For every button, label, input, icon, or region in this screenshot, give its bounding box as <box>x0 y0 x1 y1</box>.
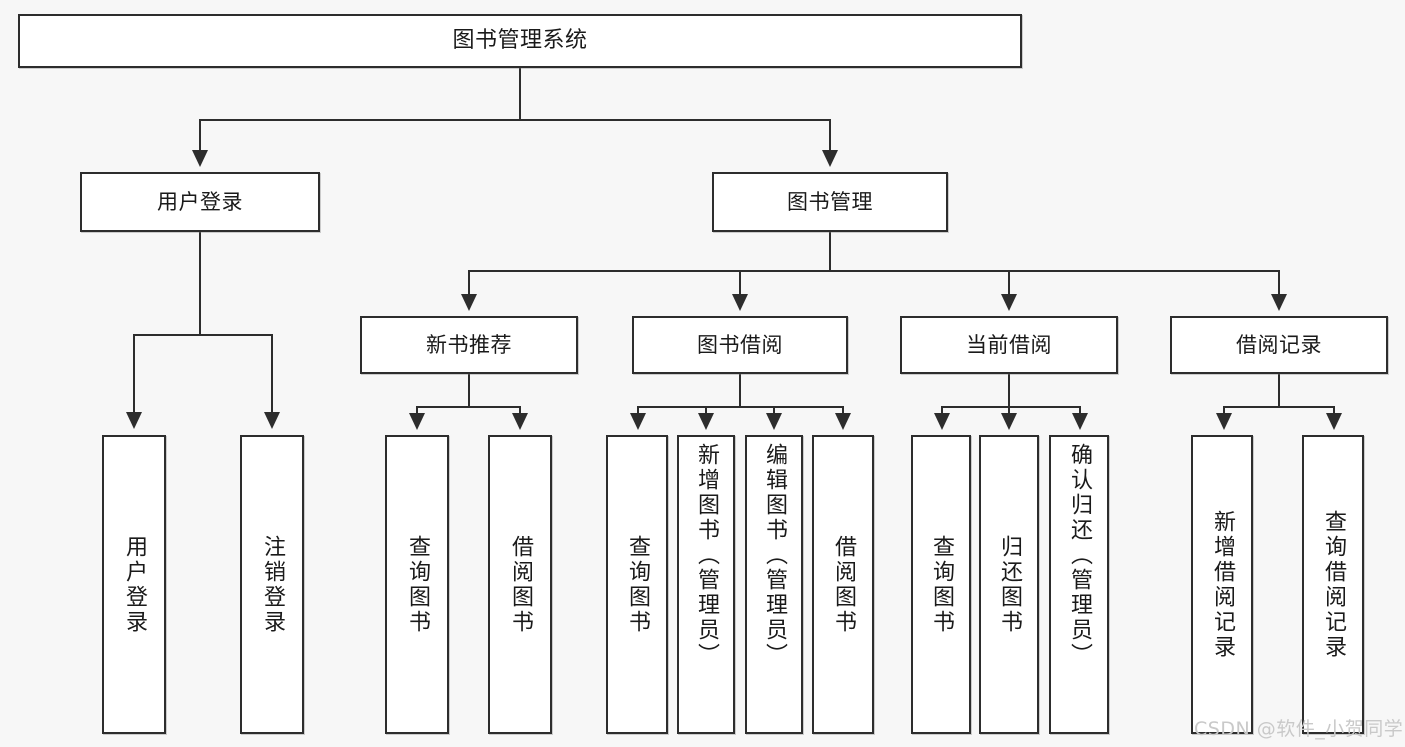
leaf-return-book[interactable]: 归还图书 <box>979 435 1039 734</box>
edge-drop-add-book-admin <box>705 406 707 416</box>
edge-drop-borrow-record <box>1278 270 1280 296</box>
edge-root-stem <box>519 68 521 120</box>
edge-drop-return-book <box>1008 406 1010 416</box>
edge-drop-leaf-logout-login <box>271 334 273 414</box>
node-book-manage[interactable]: 图书管理 <box>712 172 948 232</box>
edge-level2-bus <box>199 119 831 121</box>
arrow-borrow-record <box>1271 294 1287 311</box>
edge-drop-confirm-return-admin <box>1079 406 1081 416</box>
node-label: 借阅图书 <box>508 534 533 635</box>
leaf-query-book-2[interactable]: 查询图书 <box>606 435 668 734</box>
arrow-add-borrow-record <box>1216 413 1232 430</box>
edge-drop-query-book-1 <box>416 406 418 416</box>
leaf-query-book-3[interactable]: 查询图书 <box>911 435 971 734</box>
node-label: 查询图书 <box>929 534 954 635</box>
arrow-new-book-recommend <box>461 294 477 311</box>
edge-borrow-record-bus <box>1223 406 1335 408</box>
node-label: 用户登录 <box>122 534 147 635</box>
node-book-borrow[interactable]: 图书借阅 <box>632 316 848 374</box>
arrow-current-borrow <box>1001 294 1017 311</box>
node-label: 查询图书 <box>405 534 430 635</box>
edge-drop-new-book-recommend <box>468 270 470 296</box>
node-current-borrow[interactable]: 当前借阅 <box>900 316 1118 374</box>
node-new-book-recommend[interactable]: 新书推荐 <box>360 316 578 374</box>
leaf-user-login[interactable]: 用户登录 <box>102 435 166 734</box>
arrow-confirm-return-admin <box>1072 413 1088 430</box>
arrow-add-book-admin <box>698 413 714 430</box>
edge-current-borrow-bus <box>941 406 1081 408</box>
edge-book-borrow-bus <box>637 406 844 408</box>
leaf-borrow-book-2[interactable]: 借阅图书 <box>812 435 874 734</box>
arrow-borrow-book-2 <box>835 413 851 430</box>
leaf-query-borrow-record[interactable]: 查询借阅记录 <box>1302 435 1364 734</box>
edge-user-login-stem <box>199 232 201 335</box>
arrow-user-login <box>192 150 208 167</box>
node-label: 图书管理 <box>787 189 873 214</box>
arrow-book-manage <box>822 150 838 167</box>
edge-current-borrow-stem <box>1008 374 1010 407</box>
node-label: 图书借阅 <box>697 332 783 357</box>
arrow-query-borrow-record <box>1326 413 1342 430</box>
edge-drop-book-borrow <box>739 270 741 296</box>
node-label: 归还图书 <box>997 534 1022 635</box>
arrow-borrow-book-1 <box>512 413 528 430</box>
node-label: 借阅图书 <box>831 534 856 635</box>
edge-book-manage-stem <box>829 232 831 271</box>
edge-drop-query-borrow-record <box>1333 406 1335 416</box>
arrow-return-book <box>1001 413 1017 430</box>
leaf-edit-book-admin[interactable]: 编辑图书（管理员） <box>745 435 803 734</box>
node-label: 当前借阅 <box>966 332 1052 357</box>
node-label: 用户登录 <box>157 189 243 214</box>
edge-drop-query-book-3 <box>941 406 943 416</box>
csdn-watermark: CSDN @软件_小贺同学 <box>1194 718 1404 740</box>
leaf-borrow-book-1[interactable]: 借阅图书 <box>488 435 552 734</box>
node-borrow-record[interactable]: 借阅记录 <box>1170 316 1388 374</box>
edge-user-login-bus <box>133 334 273 336</box>
node-label: 新书推荐 <box>426 332 512 357</box>
edge-drop-borrow-book-2 <box>842 406 844 416</box>
edge-new-book-recommend-bus <box>416 406 521 408</box>
node-label: 确认归还（管理员） <box>1067 443 1092 668</box>
edge-book-borrow-stem <box>739 374 741 407</box>
edge-drop-leaf-user-login <box>133 334 135 414</box>
edge-drop-borrow-book-1 <box>519 406 521 416</box>
leaf-add-book-admin[interactable]: 新增图书（管理员） <box>677 435 735 734</box>
arrow-edit-book-admin <box>766 413 782 430</box>
edge-drop-edit-book-admin <box>773 406 775 416</box>
edge-drop-query-book-2 <box>637 406 639 416</box>
node-label: 注销登录 <box>260 534 285 635</box>
node-label: 新增借阅记录 <box>1210 509 1235 660</box>
edge-level3-bus <box>468 270 1280 272</box>
edge-drop-user-login <box>199 119 201 152</box>
arrow-query-book-3 <box>934 413 950 430</box>
node-root-system[interactable]: 图书管理系统 <box>18 14 1022 68</box>
node-label: 查询图书 <box>625 534 650 635</box>
arrow-book-borrow <box>732 294 748 311</box>
node-label: 图书管理系统 <box>452 28 588 54</box>
arrow-query-book-2 <box>630 413 646 430</box>
leaf-confirm-return-admin[interactable]: 确认归还（管理员） <box>1049 435 1109 734</box>
node-user-login[interactable]: 用户登录 <box>80 172 320 232</box>
edge-new-book-recommend-stem <box>468 374 470 407</box>
edge-borrow-record-stem <box>1278 374 1280 407</box>
edge-drop-book-manage <box>829 119 831 152</box>
edge-drop-add-borrow-record <box>1223 406 1225 416</box>
node-label: 借阅记录 <box>1236 332 1322 357</box>
arrow-leaf-logout-login <box>264 412 280 429</box>
node-label: 编辑图书（管理员） <box>762 443 787 668</box>
arrow-query-book-1 <box>409 413 425 430</box>
node-label: 新增图书（管理员） <box>694 443 719 668</box>
leaf-logout-login[interactable]: 注销登录 <box>240 435 304 734</box>
arrow-leaf-user-login <box>126 412 142 429</box>
leaf-query-book-1[interactable]: 查询图书 <box>385 435 449 734</box>
node-label: 查询借阅记录 <box>1321 509 1346 660</box>
leaf-add-borrow-record[interactable]: 新增借阅记录 <box>1191 435 1253 734</box>
edge-drop-current-borrow <box>1008 270 1010 296</box>
